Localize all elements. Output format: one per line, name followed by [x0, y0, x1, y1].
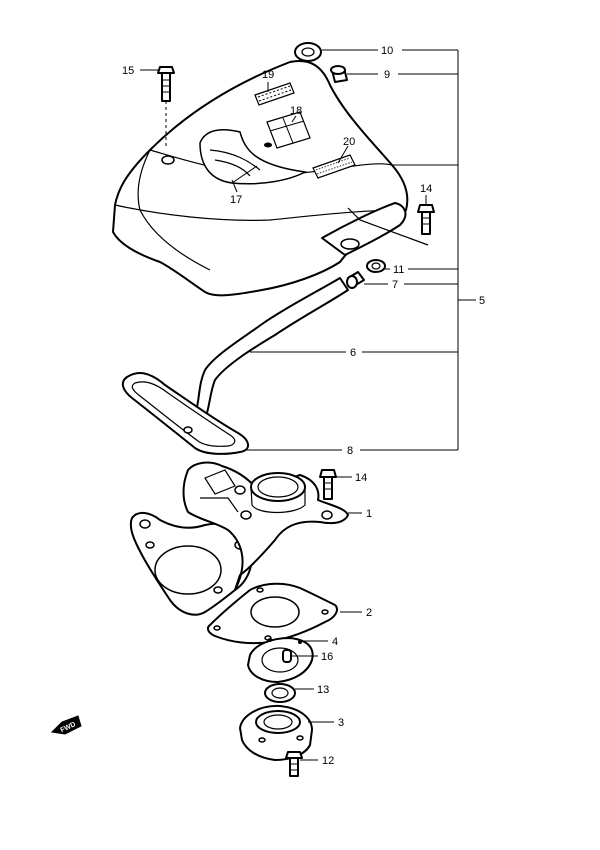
callout-14-lower: 14 [355, 472, 367, 484]
callout-14-upper: 14 [420, 183, 432, 195]
intake-manifold-1 [129, 461, 349, 616]
fitting-7 [346, 271, 365, 289]
callout-8: 8 [347, 445, 353, 457]
bolt-12 [285, 751, 303, 777]
callout-9: 9 [384, 69, 390, 81]
silencer-cover [112, 60, 429, 297]
callout-2: 2 [366, 607, 372, 619]
callout-15: 15 [122, 65, 134, 77]
gasket-8 [121, 372, 249, 455]
callout-1: 1 [366, 508, 372, 520]
callout-6: 6 [350, 347, 356, 359]
plate-4 [247, 637, 314, 683]
bolt-14-lower [319, 469, 337, 500]
bolt-14-upper [417, 204, 435, 235]
clamp-11 [366, 259, 386, 273]
callout-17: 17 [230, 194, 242, 206]
callout-19: 19 [262, 69, 274, 81]
callout-18: 18 [290, 105, 302, 117]
callout-20: 20 [343, 136, 355, 148]
housing-3 [239, 704, 313, 761]
callout-12: 12 [322, 755, 334, 767]
callout-5: 5 [479, 295, 485, 307]
forward-arrow-icon: FWD [50, 715, 82, 735]
grommet-10 [294, 42, 322, 62]
bolt-15 [157, 66, 175, 148]
callout-3: 3 [338, 717, 344, 729]
callout-16: 16 [321, 651, 333, 663]
info-label [312, 154, 356, 179]
callout-10: 10 [381, 45, 393, 57]
callout-7: 7 [392, 279, 398, 291]
gasket-2 [206, 582, 338, 645]
callout-numbers: 10 9 15 19 18 20 17 14 11 7 5 6 8 14 1 2… [122, 45, 485, 767]
hose-6 [194, 277, 349, 421]
caution-label [266, 111, 311, 149]
callout-13: 13 [317, 684, 329, 696]
sound-decal [199, 129, 308, 185]
callout-4: 4 [332, 636, 338, 648]
leader-lines [140, 49, 476, 761]
logo-plate [254, 82, 295, 106]
seal-13 [264, 683, 296, 703]
collar-9 [330, 65, 348, 83]
callout-11: 11 [393, 264, 404, 276]
pin-16 [282, 649, 292, 663]
